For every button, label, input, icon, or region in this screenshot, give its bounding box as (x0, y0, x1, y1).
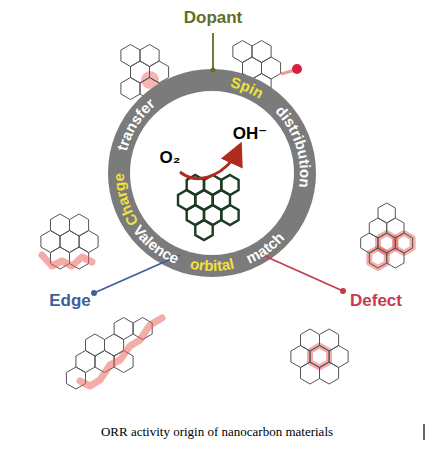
graphene-pictures (41, 41, 413, 390)
ring-word: Valence (130, 222, 182, 267)
category-label: Edge (49, 292, 91, 311)
graphene-sheet (361, 203, 413, 268)
ring-word: transfer (113, 95, 158, 153)
leader-dot (340, 288, 346, 294)
graphene-sheet (291, 329, 348, 384)
leader-dot (211, 68, 216, 73)
ring-word: distribution (273, 102, 314, 189)
cursor-bar (423, 424, 424, 440)
caption: ORR activity origin of nanocarbon materi… (101, 425, 333, 439)
edge-highlight (80, 318, 162, 386)
graphene-sheet (41, 214, 98, 269)
category-label: Dopant (184, 9, 243, 28)
ring-word: orbital (189, 255, 236, 274)
dopant-atom (292, 64, 302, 74)
ring-word: Spin (229, 73, 267, 101)
leader-line (212, 33, 214, 70)
ring-word: match (243, 229, 287, 267)
reactant-label: O₂ (160, 149, 181, 168)
graphene-sheet (178, 175, 239, 240)
reaction-arrow (180, 150, 238, 178)
category-label: Defect (350, 292, 402, 311)
edge-highlight (42, 255, 92, 266)
leader-line (258, 253, 343, 291)
ring-word: Charge (110, 173, 141, 229)
product-label: OH⁻ (233, 125, 267, 144)
leader-dot (91, 290, 97, 296)
